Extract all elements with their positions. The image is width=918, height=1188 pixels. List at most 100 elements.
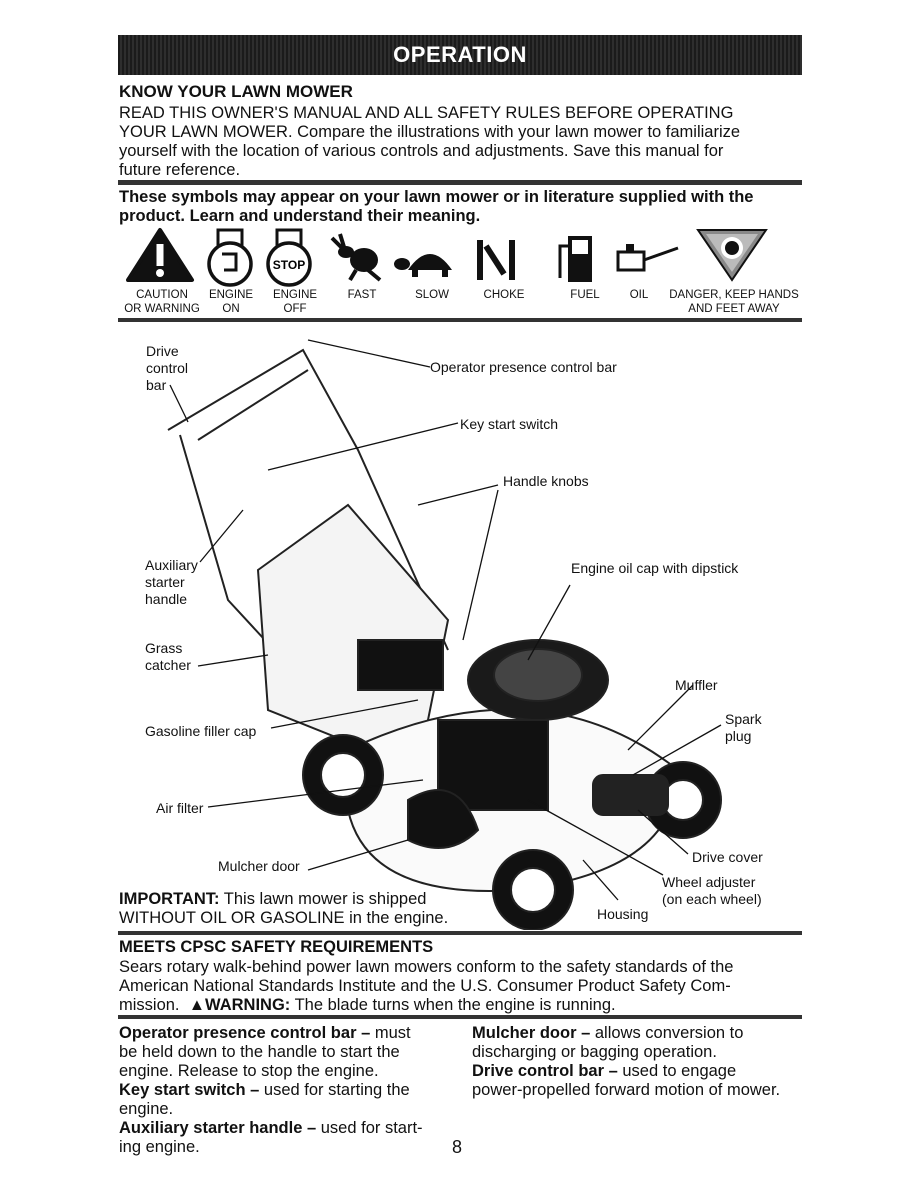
label-drive-control-bar: Drive control bar [146, 343, 188, 394]
label-line: handle [145, 591, 188, 607]
handle-frame [167, 348, 449, 651]
label-spark-plug: Spark plug [725, 711, 762, 745]
symbols-intro-line: product. Learn and understand their mean… [119, 207, 481, 225]
know-line: YOUR LAWN MOWER. Compare the illustratio… [119, 123, 741, 141]
label-line: AND FEET AWAY [688, 303, 780, 315]
label-line: Drive [146, 343, 179, 359]
definition-text: power-propelled forward motion of mower. [472, 1081, 781, 1099]
banner-title: OPERATION [393, 42, 527, 67]
fuel-pump-icon [558, 236, 592, 282]
label-line: (on each wheel) [662, 891, 762, 907]
cpsc-text: mission. [119, 996, 189, 1014]
definition-item: Auxiliary starter handle – used for star… [119, 1119, 459, 1157]
oil-can-icon [616, 244, 679, 272]
warning-triangle-icon: ▲ [188, 996, 206, 1014]
label-line: ENGINE [208, 289, 254, 301]
know-line: yourself with the location of various co… [119, 142, 724, 160]
divider [118, 318, 802, 322]
symbol-label: DANGER, KEEP HANDS AND FEET AWAY [660, 288, 808, 316]
warning-label: WARNING: [205, 996, 291, 1014]
leader-lines [169, 339, 722, 901]
label-line: CAUTION [136, 289, 188, 301]
definition-text: allows conversion to [590, 1024, 744, 1042]
symbol-label: OIL [629, 289, 649, 301]
important-note: IMPORTANT: This lawn mower is shipped WI… [119, 890, 448, 928]
definition-term: Mulcher door – [472, 1024, 591, 1042]
definitions-left: Operator presence control bar – must be … [119, 1024, 459, 1157]
label-line: Auxiliary [145, 557, 198, 573]
battery-pack [357, 639, 444, 691]
cpsc-paragraph: Sears rotary walk-behind power lawn mowe… [119, 958, 809, 1015]
definition-text: engine. Release to stop the engine. [119, 1062, 379, 1080]
definition-term: Drive control bar – [472, 1062, 618, 1080]
label-line: ENGINE [272, 289, 318, 301]
symbol-label: SLOW [415, 289, 449, 301]
definition-item: Drive control bar – used to engage power… [472, 1062, 808, 1100]
definition-text: used for start- [316, 1119, 423, 1137]
engine-off-icon: STOP [266, 228, 312, 287]
label-air-filter: Air filter [156, 800, 204, 816]
label-key-start: Key start switch [460, 416, 559, 432]
important-text: This lawn mower is shipped [219, 890, 427, 908]
turtle-icon [394, 254, 452, 277]
label-wheel-adjuster: Wheel adjuster (on each wheel) [662, 874, 762, 908]
divider [118, 180, 802, 185]
label-line: Spark [725, 711, 762, 727]
cpsc-text: The blade turns when the engine is runni… [290, 996, 616, 1014]
engine-on-icon [207, 228, 253, 287]
label-handle-knobs: Handle knobs [503, 473, 589, 489]
cpsc-line: Sears rotary walk-behind power lawn mowe… [119, 958, 734, 976]
label-drive-cover: Drive cover [692, 849, 763, 865]
definition-term: Operator presence control bar – [119, 1024, 371, 1042]
label-line: Grass [145, 640, 183, 656]
symbol-label: CAUTION OR WARNING [120, 288, 204, 316]
cpsc-line: mission. ▲WARNING: The blade turns when … [119, 996, 809, 1015]
definition-text: used for starting the [259, 1081, 410, 1099]
mower-illustration [167, 339, 722, 930]
symbol-label: FUEL [570, 289, 600, 301]
label-aux-starter: Auxiliary starter handle [145, 557, 198, 608]
label-line: ON [222, 303, 240, 315]
stop-text: STOP [273, 258, 305, 272]
symbol-label: ENGINE ON [201, 288, 261, 316]
definition-term: Auxiliary starter handle – [119, 1119, 317, 1137]
definition-text: be held down to the handle to start the [119, 1043, 400, 1061]
definition-text: must [370, 1024, 411, 1042]
label-muffler: Muffler [675, 677, 718, 693]
label-line: catcher [145, 657, 191, 673]
symbols-intro-line: These symbols may appear on your lawn mo… [119, 188, 754, 206]
label-housing: Housing [597, 906, 649, 922]
rabbit-icon [330, 233, 382, 282]
label-gas-filler: Gasoline filler cap [145, 723, 257, 739]
important-line-1: IMPORTANT: This lawn mower is shipped [119, 890, 448, 909]
label-line: Wheel adjuster [662, 874, 756, 890]
label-grass-catcher: Grass catcher [145, 640, 191, 674]
definition-text: engine. [119, 1100, 174, 1118]
symbol-label: FAST [347, 289, 377, 301]
hand-danger-icon [696, 229, 768, 282]
label-line: bar [146, 377, 167, 393]
definition-item: Mulcher door – allows conversion to disc… [472, 1024, 808, 1062]
cpsc-heading: MEETS CPSC SAFETY REQUIREMENTS [119, 938, 434, 956]
symbols-intro: These symbols may appear on your lawn mo… [119, 188, 753, 226]
choke-icon [477, 240, 515, 280]
section-banner: OPERATION [118, 35, 802, 75]
label-line: plug [725, 728, 752, 744]
symbol-row: STOP [126, 228, 768, 287]
definition-term: Key start switch – [119, 1081, 260, 1099]
page-number: 8 [452, 1137, 463, 1157]
label-mulcher-door: Mulcher door [218, 858, 300, 874]
important-line-2: WITHOUT OIL OR GASOLINE in the engine. [119, 909, 449, 927]
label-engine-oil-cap: Engine oil cap with dipstick [571, 560, 739, 576]
cpsc-line: American National Standards Institute an… [119, 977, 731, 995]
label-line: starter [145, 574, 185, 590]
know-heading: KNOW YOUR LAWN MOWER [119, 82, 353, 101]
label-operator-presence: Operator presence control bar [430, 359, 617, 375]
know-line: READ THIS OWNER'S MANUAL AND ALL SAFETY … [119, 104, 734, 122]
definitions-right: Mulcher door – allows conversion to disc… [472, 1024, 808, 1100]
divider [118, 1015, 802, 1019]
definition-text: used to engage [617, 1062, 737, 1080]
know-line: future reference. [119, 161, 241, 179]
symbol-label: CHOKE [483, 289, 525, 301]
label-line: OFF [283, 303, 307, 315]
